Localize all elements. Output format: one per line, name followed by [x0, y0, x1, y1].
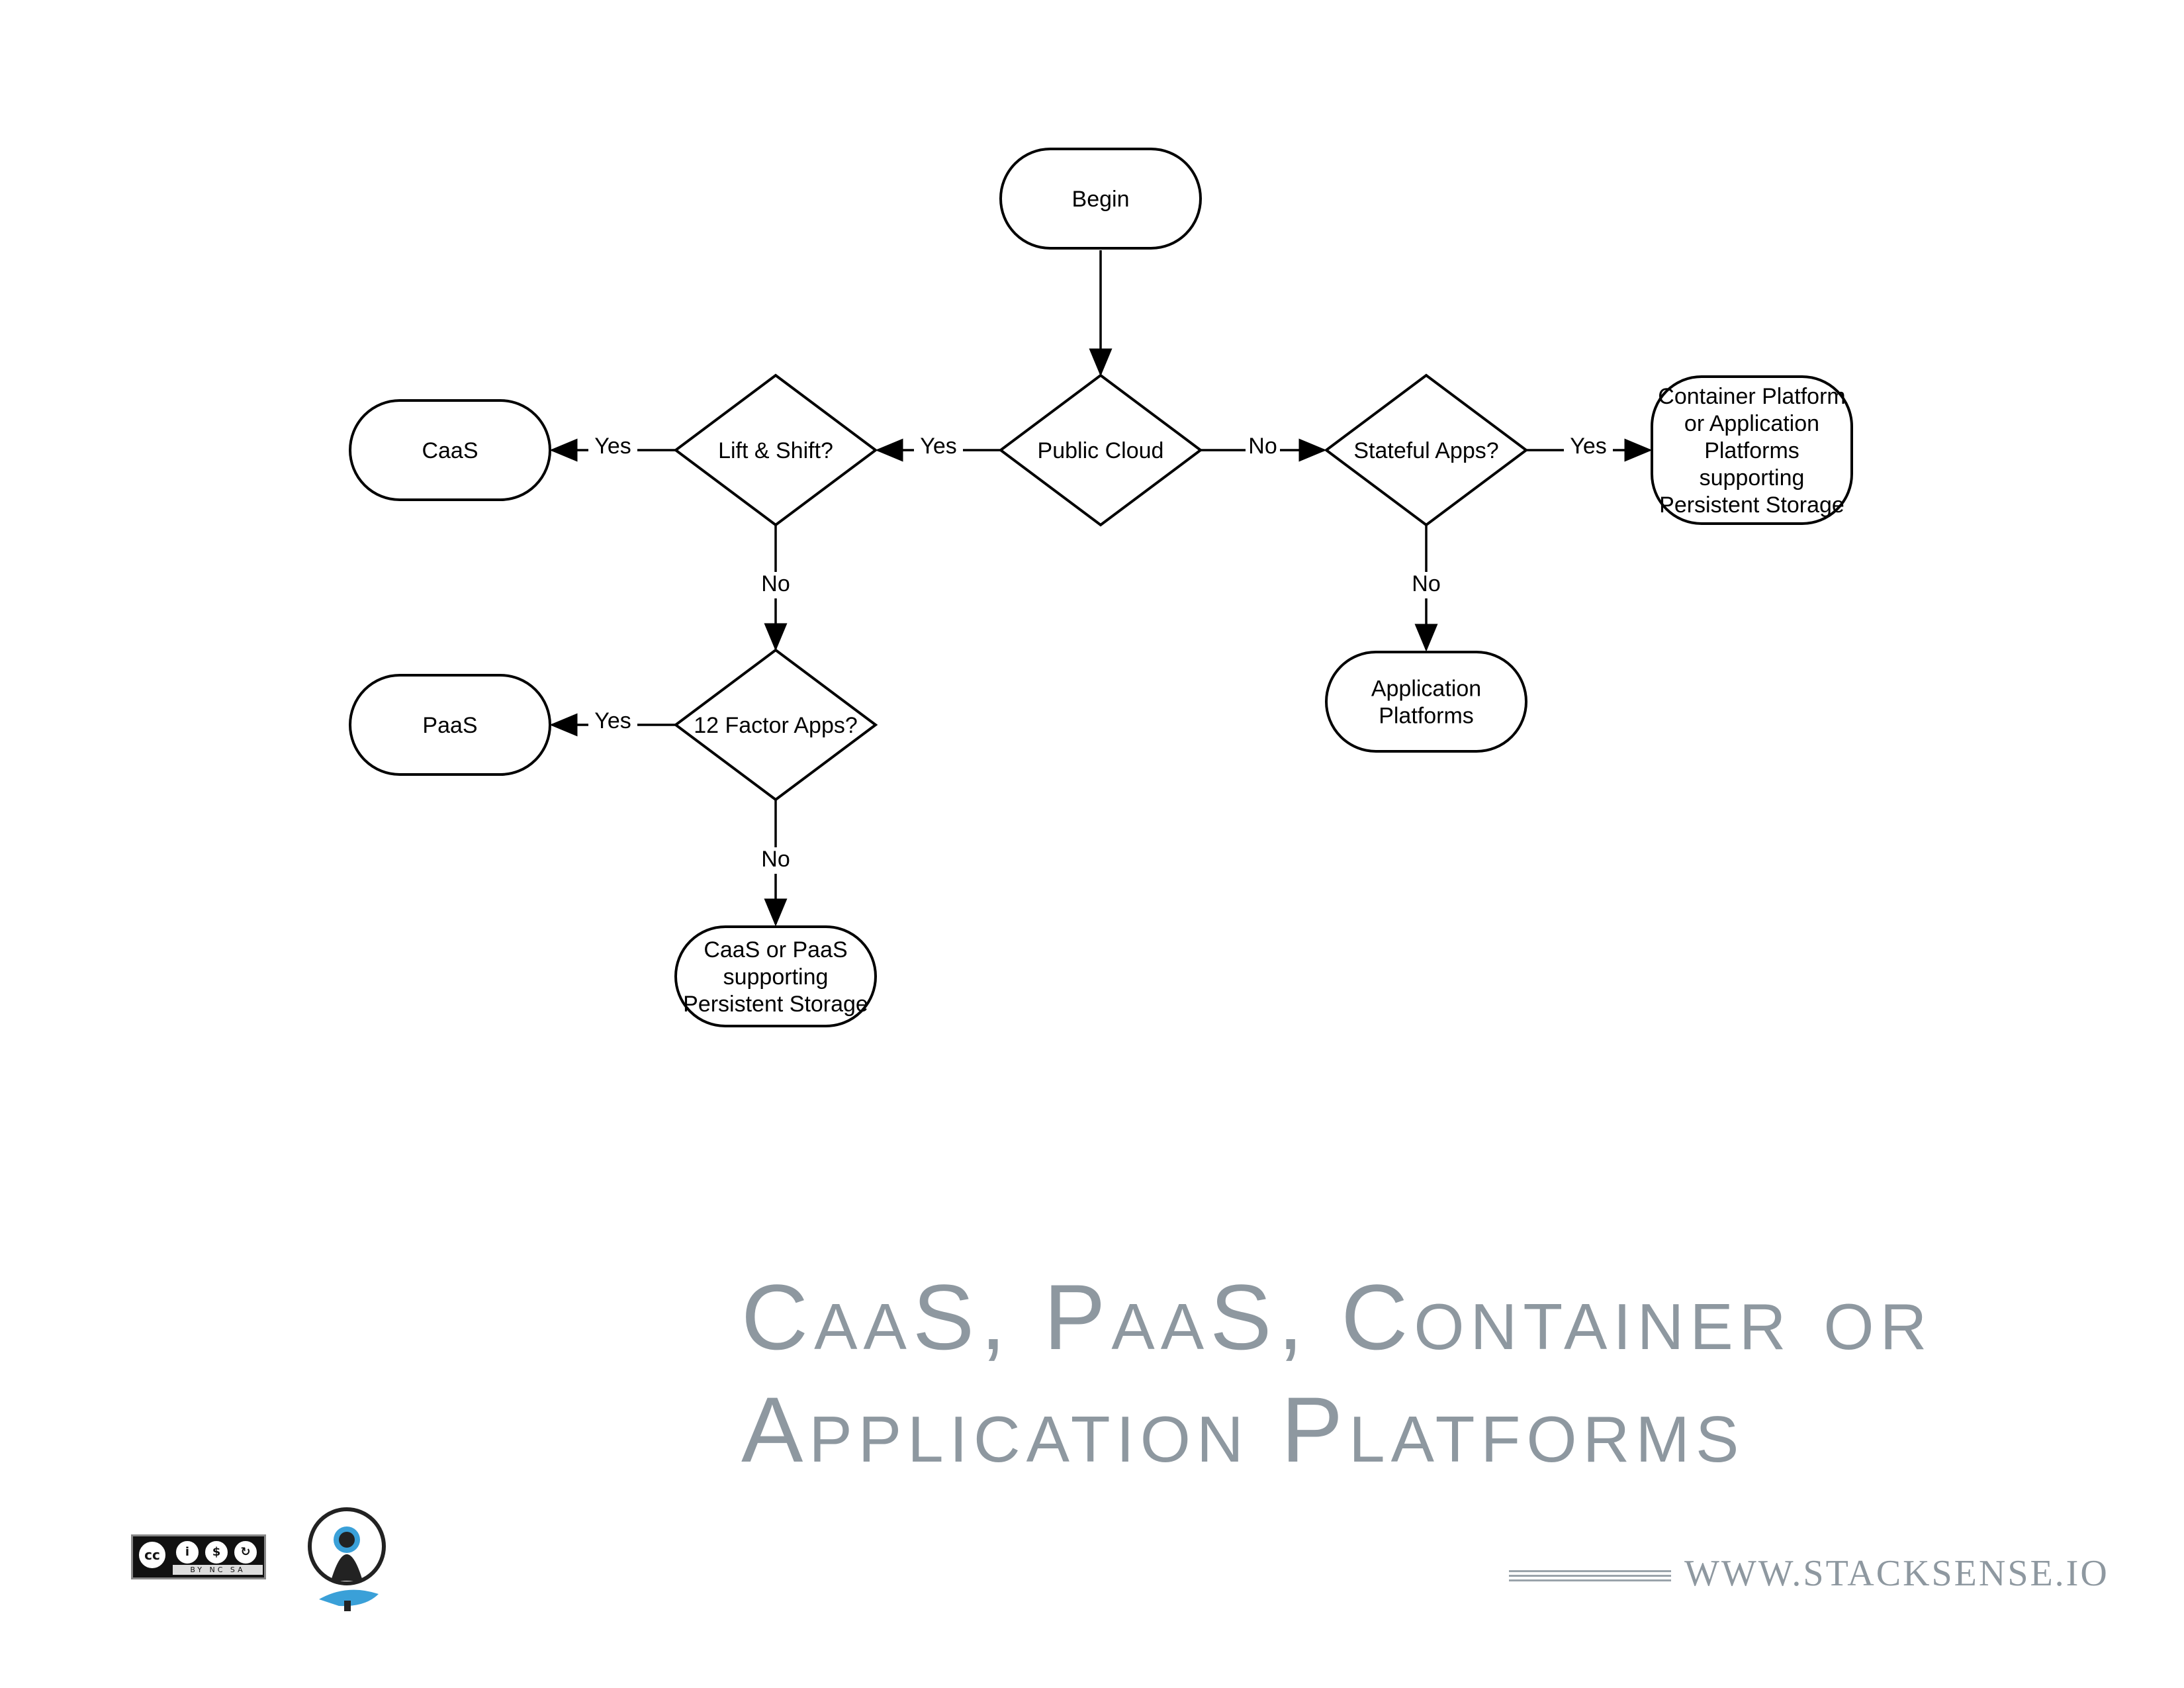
- decision-diamond: [1324, 373, 1529, 527]
- node-label-line: Lift & Shift?: [718, 438, 833, 463]
- edge-label-background: [914, 434, 963, 461]
- decision-diamond: [673, 648, 878, 802]
- node-label-line: or Application: [1684, 411, 1819, 436]
- node-label-line: Platforms: [1379, 704, 1474, 729]
- node-paas[interactable]: PaaS: [349, 674, 551, 776]
- edge-label-background: [1246, 434, 1280, 461]
- decision-diamond: [998, 373, 1203, 527]
- edge-label: No: [1412, 571, 1440, 596]
- decision-diamond: [673, 373, 878, 527]
- edge-label-background: [1564, 434, 1613, 461]
- edge-label: Yes: [1570, 434, 1606, 459]
- edge-label-background: [588, 709, 637, 735]
- edge-label-background: [758, 847, 793, 874]
- node-label-line: CaaS: [422, 438, 478, 463]
- edge-label: Yes: [594, 434, 631, 459]
- node-label-line: PaaS: [422, 713, 477, 738]
- node-begin[interactable]: Begin: [999, 148, 1202, 250]
- node-label-line: Persistent Storage: [1659, 492, 1844, 518]
- edge-stateful-apps-to-application-platforms: No: [1409, 525, 1443, 652]
- stacksense-logo-icon: [308, 1507, 386, 1611]
- license-badge-icon[interactable]: cc i $ ↻ BY NC SA: [131, 1534, 266, 1579]
- title-line-2: Application Platforms: [741, 1378, 1745, 1481]
- node-label-line: Public Cloud: [1038, 438, 1164, 463]
- edge-label: Yes: [920, 434, 956, 459]
- edge-label: Yes: [594, 708, 631, 733]
- terminal-shape: [1325, 651, 1527, 753]
- node-label-line: Persistent Storage: [683, 992, 868, 1017]
- website-rule: [1509, 1570, 1671, 1583]
- by-icon: i: [174, 1539, 201, 1566]
- node-stateful-apps[interactable]: Stateful Apps?: [1324, 373, 1529, 527]
- edge-stateful-apps-to-container-platform: Yes: [1526, 434, 1653, 462]
- node-label-line: Begin: [1072, 187, 1130, 212]
- cc-icon: cc: [137, 1540, 167, 1570]
- node-twelve-factor[interactable]: 12 Factor Apps?: [673, 648, 878, 802]
- terminal-shape: [349, 674, 551, 776]
- edge-public-cloud-to-lift-shift: Yes: [875, 434, 1001, 462]
- terminal-shape: [999, 148, 1202, 250]
- edge-lift-shift-to-caas: Yes: [549, 434, 676, 462]
- node-caas[interactable]: CaaS: [349, 399, 551, 501]
- node-label-line: supporting: [1700, 465, 1805, 491]
- title-line-1: CaaS, PaaS, Container or: [741, 1265, 1933, 1369]
- edge-twelve-factor-to-paas: Yes: [549, 708, 676, 737]
- edge-label-background: [588, 434, 637, 461]
- edge-public-cloud-to-stateful-apps: No: [1201, 434, 1327, 462]
- edge-label-background: [1409, 572, 1443, 598]
- node-label-line: Application: [1371, 677, 1481, 702]
- node-label-line: supporting: [723, 964, 829, 990]
- node-public-cloud[interactable]: Public Cloud: [998, 373, 1203, 527]
- edge-label: No: [1248, 434, 1277, 459]
- sa-icon: ↻: [232, 1539, 259, 1566]
- node-lift-shift[interactable]: Lift & Shift?: [673, 373, 878, 527]
- edge-lift-shift-to-twelve-factor: No: [758, 525, 793, 651]
- node-label-line: Container Platform: [1658, 384, 1845, 409]
- edge-label: No: [761, 571, 790, 596]
- node-label-line: Stateful Apps?: [1353, 438, 1498, 463]
- terminal-shape: [349, 399, 551, 501]
- terminal-shape: [674, 925, 877, 1027]
- website-link[interactable]: WWW.STACKSENSE.IO: [1684, 1553, 2109, 1594]
- node-label-line: Platforms: [1704, 438, 1799, 463]
- nc-icon: $: [203, 1539, 230, 1566]
- edge-label: No: [761, 847, 790, 872]
- license-badge-text: BY NC SA: [173, 1565, 263, 1575]
- edge-label-background: [758, 572, 793, 598]
- node-label-line: CaaS or PaaS: [704, 937, 847, 962]
- node-label-line: 12 Factor Apps?: [694, 713, 858, 738]
- terminal-shape: [1651, 375, 1853, 525]
- edge-twelve-factor-to-caas-or-paas: No: [758, 800, 793, 927]
